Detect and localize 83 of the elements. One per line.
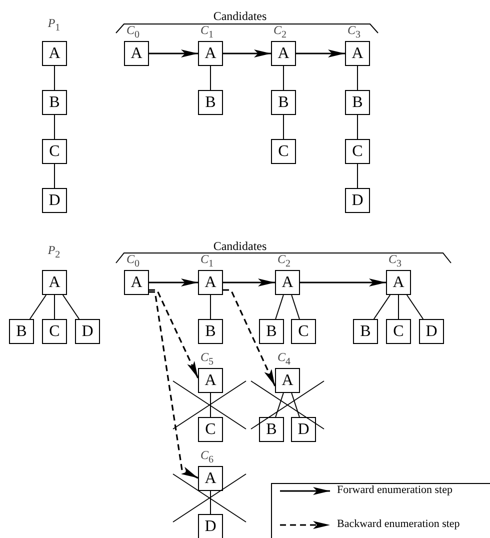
tree-line <box>210 392 211 418</box>
node-box: A <box>271 41 296 66</box>
tree-line <box>275 294 284 320</box>
tree-line <box>54 294 55 320</box>
tree-line <box>210 294 211 320</box>
tree-line <box>357 114 358 140</box>
tree-line <box>210 66 211 90</box>
node-box: A <box>42 41 67 66</box>
tree-label: C$_{2}$ <box>278 253 290 270</box>
node-box: C <box>345 139 370 164</box>
arrow <box>296 50 345 58</box>
node-box: D <box>75 319 100 344</box>
node-box: A <box>124 270 149 295</box>
tree-line <box>283 114 284 140</box>
legend-text: Forward enumeration step <box>337 485 452 496</box>
tree-line <box>210 490 211 514</box>
node-box: A <box>386 270 411 295</box>
tree-label: P$_{2}$ <box>48 244 60 260</box>
tree-line <box>373 294 391 320</box>
node-box: B <box>271 90 296 115</box>
node-box: A <box>345 41 370 66</box>
node-box: C <box>291 319 316 344</box>
node-box: D <box>291 417 316 442</box>
tree-line <box>62 294 80 320</box>
node-box: A <box>198 270 223 295</box>
tree-label: P$_{1}$ <box>48 17 60 34</box>
arrow <box>149 289 199 378</box>
node-box: A <box>124 41 149 66</box>
tree-label: C$_{3}$ <box>348 24 360 40</box>
tree-line <box>275 392 284 418</box>
tree-line <box>398 294 399 320</box>
arrow <box>149 291 198 479</box>
tree-line <box>29 294 47 320</box>
tree-line <box>357 66 358 90</box>
tree-label: C$_{4}$ <box>278 351 290 368</box>
node-box: B <box>353 319 378 344</box>
tree-line <box>357 164 358 188</box>
arrow <box>223 50 271 58</box>
group-heading: Candidates <box>213 10 267 22</box>
node-box: D <box>42 188 67 213</box>
tree-label: C$_{1}$ <box>200 253 214 270</box>
tree-line <box>54 114 55 140</box>
node-box: B <box>345 90 370 115</box>
node-box: A <box>42 270 67 295</box>
tree-label: C$_{2}$ <box>274 24 286 40</box>
node-box: A <box>198 368 223 393</box>
node-box: B <box>259 319 284 344</box>
legend-text: Backward enumeration step <box>337 519 460 530</box>
node-box: B <box>259 417 284 442</box>
arrow <box>223 278 275 286</box>
arrow <box>223 289 276 386</box>
tree-line <box>283 66 284 90</box>
tree-line <box>291 392 300 418</box>
tree-label: C$_{0}$ <box>126 24 140 40</box>
group-heading: Candidates <box>213 240 267 252</box>
node-box: B <box>42 90 67 115</box>
node-box: B <box>9 319 34 344</box>
tree-line <box>54 164 55 188</box>
arrow <box>300 278 386 286</box>
node-box: A <box>198 41 223 66</box>
node-box: C <box>198 417 223 442</box>
tree-line <box>54 66 55 90</box>
tree-label: C$_{3}$ <box>388 253 402 270</box>
node-box: C <box>42 319 67 344</box>
node-box: D <box>345 188 370 213</box>
node-box: C <box>42 139 67 164</box>
node-box: C <box>386 319 411 344</box>
tree-label: C$_{0}$ <box>126 253 140 270</box>
node-box: D <box>419 319 444 344</box>
arrow <box>149 50 198 58</box>
node-box: A <box>198 466 223 491</box>
tree-label: C$_{5}$ <box>200 351 214 368</box>
node-box: A <box>275 368 300 393</box>
tree-label: C$_{6}$ <box>200 449 214 466</box>
node-box: C <box>271 139 296 164</box>
tree-line <box>291 294 300 320</box>
node-box: B <box>198 90 223 115</box>
node-box: A <box>275 270 300 295</box>
arrow <box>149 278 198 286</box>
node-box: B <box>198 319 223 344</box>
tree-line <box>406 294 424 320</box>
tree-label: C$_{1}$ <box>200 24 214 40</box>
node-box: D <box>198 514 223 538</box>
